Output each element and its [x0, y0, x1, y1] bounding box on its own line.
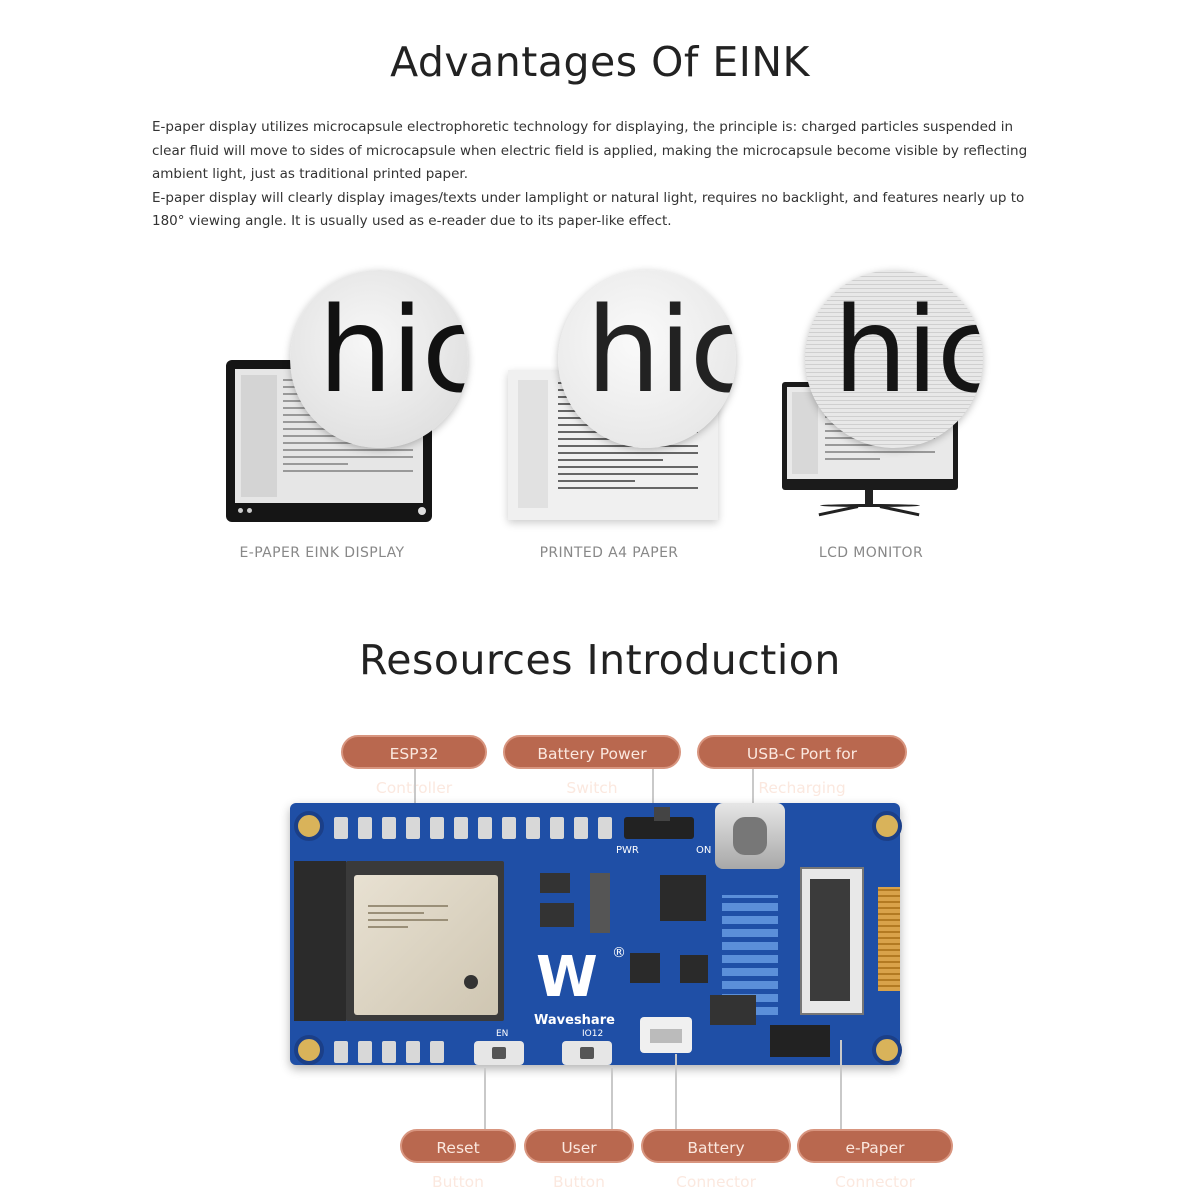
user-button — [562, 1041, 612, 1065]
section-title-advantages: Advantages Of EINK — [390, 38, 810, 86]
esp32-module — [346, 861, 504, 1021]
label-battery-connector: Battery Connector — [641, 1129, 791, 1191]
section-title-resources: Resources Introduction — [359, 636, 841, 684]
silkscreen-pwr: PWR — [616, 845, 639, 856]
waveshare-logo-icon: W — [536, 945, 598, 1010]
waveshare-esp32-board: PWR ON W Waveshare ® EN IO12 — [290, 803, 902, 1065]
magnifier-paper: hic — [558, 270, 736, 448]
intro-line: E-paper display utilizes microcapsule el… — [152, 119, 1014, 135]
battery-connector — [640, 1017, 692, 1053]
magnifier-lcd: hic — [805, 270, 983, 448]
brand-text: Waveshare — [534, 1013, 615, 1028]
intro-line: E-paper display will clearly display ima… — [152, 189, 1025, 206]
silkscreen-en: EN — [496, 1029, 509, 1039]
label-battery-power-switch: Battery Power Switch — [503, 735, 681, 797]
intro-line: 180° viewing angle. It is usually used a… — [152, 213, 672, 229]
intro-text: E-paper display utilizes microcapsule el… — [152, 116, 1052, 234]
usb-c-port — [715, 803, 785, 869]
label-user-button: User Button — [524, 1129, 634, 1191]
label-printed-paper: PRINTED A4 PAPER — [539, 545, 679, 561]
reset-button — [474, 1041, 524, 1065]
label-usb-c-port: USB-C Port for Recharging — [697, 735, 907, 797]
intro-line: clear fluid will move to sides of microc… — [152, 142, 1028, 159]
epaper-fpc-connector — [800, 867, 864, 1015]
label-esp32-controller: ESP32 Controller — [341, 735, 487, 797]
label-eink-display: E-PAPER EINK DISPLAY — [239, 545, 405, 561]
magnifier-eink: hic — [290, 270, 468, 448]
battery-power-switch — [624, 807, 694, 839]
silkscreen-io12: IO12 — [582, 1029, 604, 1039]
intro-line: ambient light, just as traditional print… — [152, 166, 469, 182]
label-epaper-connector: e-Paper Connector — [797, 1129, 953, 1191]
label-lcd-monitor: LCD MONITOR — [818, 545, 924, 561]
silkscreen-on: ON — [696, 845, 712, 856]
label-reset-button: Reset Button — [400, 1129, 516, 1191]
